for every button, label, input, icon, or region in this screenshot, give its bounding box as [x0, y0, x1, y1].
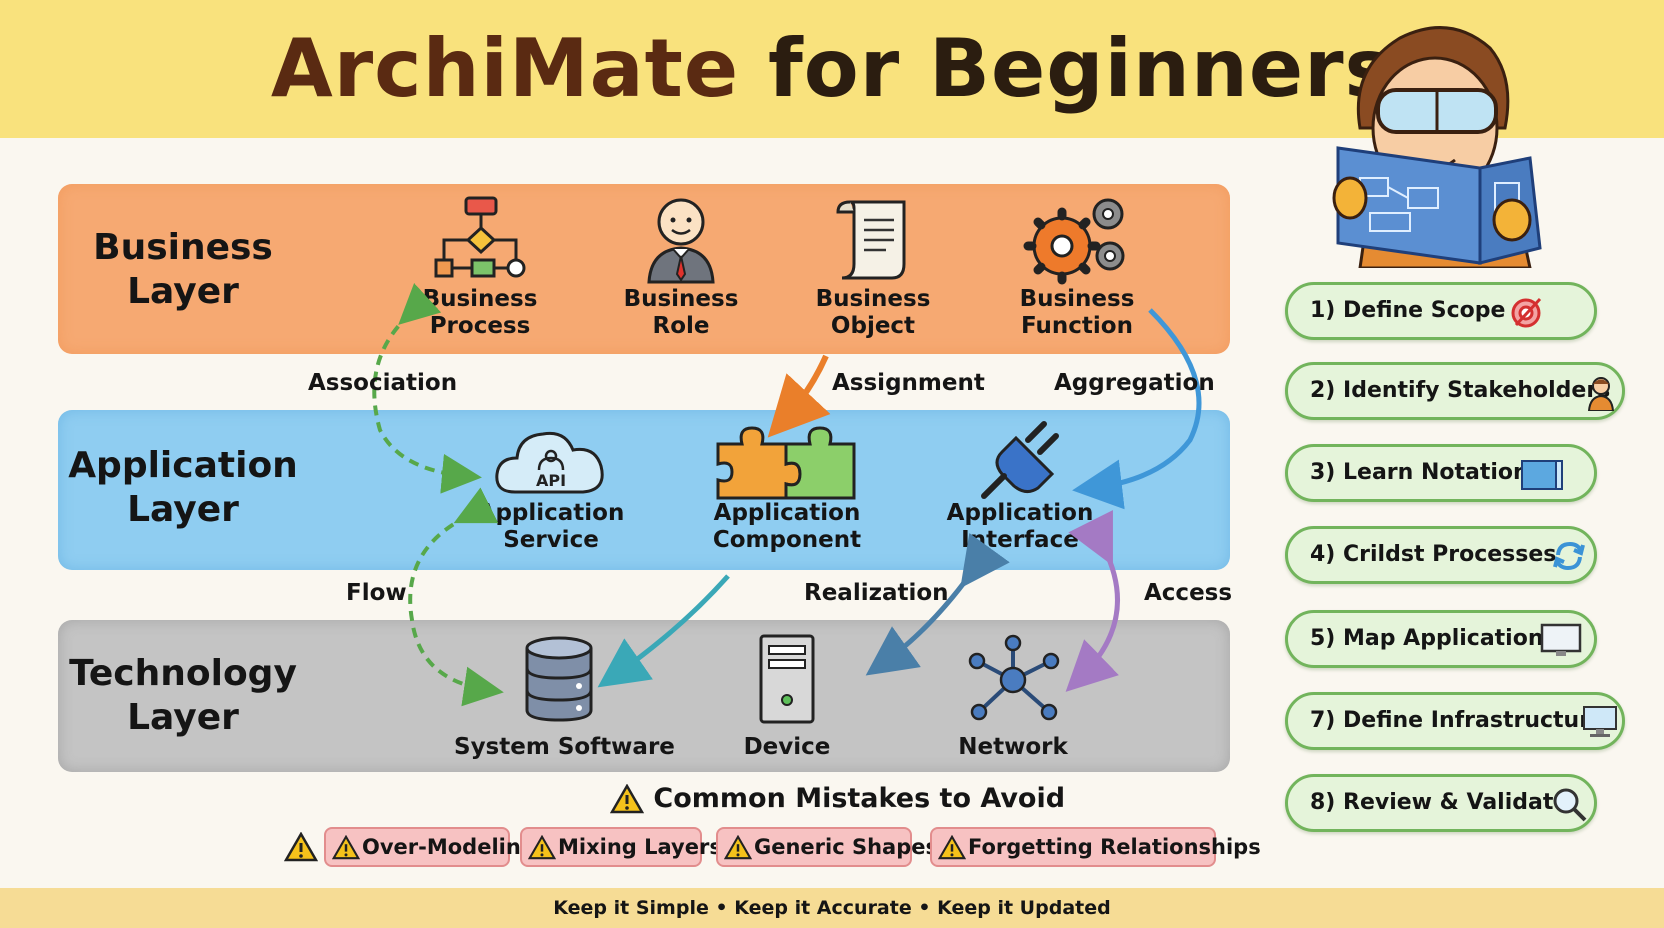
business-object-element: Business Object [788, 194, 958, 340]
notebook-icon [1521, 460, 1563, 490]
mistake-mixing-layers: Mixing Layers [520, 827, 722, 867]
step-map-applications[interactable]: 5) Map Applications [1285, 610, 1597, 668]
component-to-software-arrow [597, 574, 730, 688]
application-service-element: API Application Service [466, 418, 636, 554]
device-element: Device [702, 634, 872, 761]
desktop-icon [1583, 706, 1617, 737]
refresh-icon [1553, 541, 1585, 571]
step-processes[interactable]: 4) Crildst Processes [1285, 526, 1597, 584]
flow-label: Flow [346, 580, 407, 606]
warning-icon [332, 835, 360, 860]
realization-arrow [865, 533, 1010, 676]
api-cloud-icon: API [495, 431, 604, 494]
worker-icon [1587, 377, 1615, 411]
gears-icon [1023, 198, 1125, 285]
footer-tagline: Keep it Simple • Keep it Accurate • Keep… [0, 888, 1664, 928]
step-review-validate[interactable]: 8) Review & Validate [1285, 774, 1597, 832]
business-layer-label: Business Layer [93, 227, 273, 312]
puzzle-icon [716, 426, 856, 500]
association-arrow [372, 283, 482, 494]
access-arrow [1065, 509, 1120, 692]
document-scroll-icon [836, 200, 906, 280]
access-label: Access [1144, 580, 1233, 606]
server-tower-icon [759, 634, 815, 724]
process-flowchart-icon [434, 196, 526, 278]
step-define-infrastructure[interactable]: 7) Define Infrastructure [1285, 692, 1625, 750]
svg-text:API: API [536, 471, 566, 490]
business-function-element: Business Function [992, 194, 1162, 340]
warning-icon [284, 832, 318, 862]
association-label: Association [308, 370, 458, 396]
warning-icon [938, 835, 966, 860]
mistake-forgetting-relationships: Forgetting Relationships [930, 827, 1261, 867]
mistakes-heading: Common Mistakes to Avoid [609, 782, 1065, 814]
system-software-element: System Software [454, 634, 675, 761]
aggregation-arrow [1072, 308, 1202, 510]
monitor-icon [1540, 623, 1582, 656]
step-define-scope[interactable]: 1) Define Scope [1285, 282, 1597, 340]
step-learn-notation[interactable]: 3) Learn Notation [1285, 444, 1597, 502]
mistake-over-modeling: Over-Modeling [324, 827, 536, 867]
page-title: ArchiMate for Beginners [270, 22, 1394, 115]
assignment-label: Assignment [832, 370, 985, 396]
database-icon [525, 636, 593, 722]
technology-layer-label: Technology Layer [69, 653, 297, 738]
warning-icon [724, 835, 752, 860]
warning-icon [609, 782, 645, 813]
aggregation-label: Aggregation [1054, 370, 1215, 396]
target-icon [1511, 297, 1542, 328]
mistake-generic-shapes: Generic Shapes [716, 827, 938, 867]
application-component-element: Application Component [702, 418, 872, 554]
step-identify-stakeholders[interactable]: 2) Identify Stakeholders [1285, 362, 1625, 420]
person-role-icon [647, 198, 715, 284]
plug-icon [981, 421, 1059, 499]
realization-label: Realization [804, 580, 949, 606]
assignment-arrow [767, 354, 831, 438]
warning-icon [528, 835, 556, 860]
application-layer-label: Application Layer [68, 445, 298, 530]
engineer-mascot-icon [1332, 26, 1542, 268]
business-role-element: Business Role [596, 194, 766, 340]
flow-arrow [408, 487, 504, 707]
magnifier-icon [1553, 788, 1587, 822]
